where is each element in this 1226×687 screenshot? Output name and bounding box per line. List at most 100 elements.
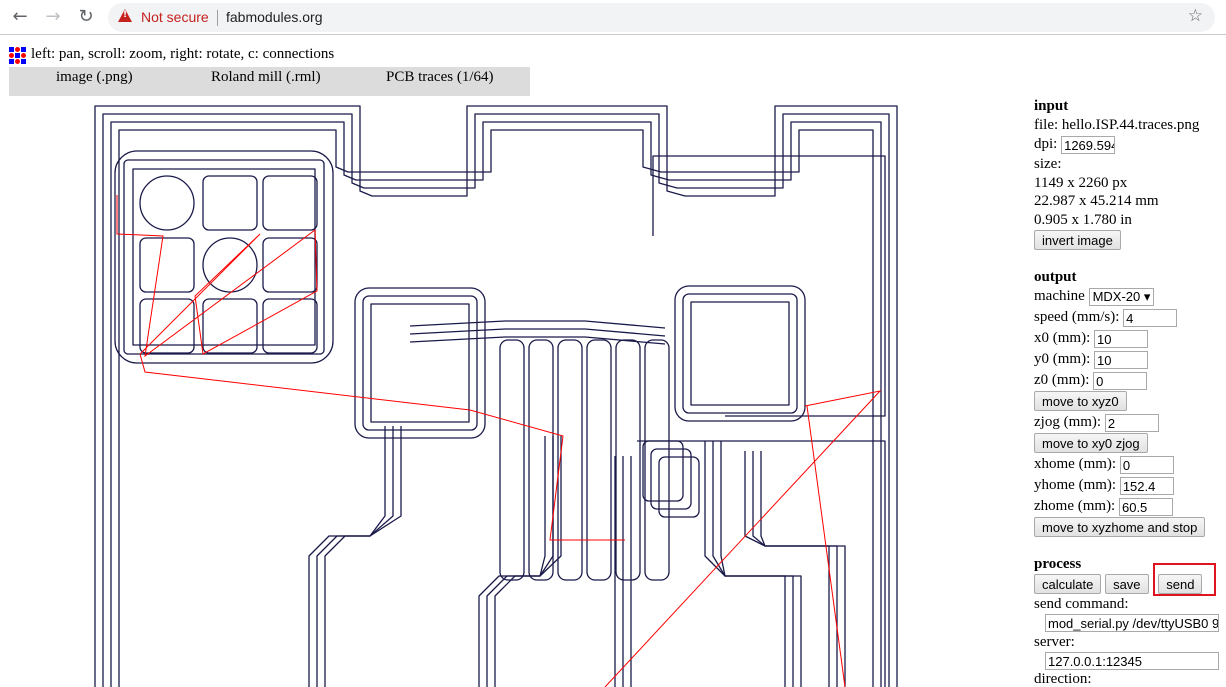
help-text: left: pan, scroll: zoom, right: rotate, … <box>31 46 335 62</box>
zhome-label: zhome (mm): <box>1034 498 1116 514</box>
toolpath-contour <box>308 426 402 687</box>
server-input[interactable]: 127.0.0.1:12345 <box>1045 651 1219 670</box>
toolpath-contour <box>494 436 546 687</box>
toolpath-contour <box>316 426 394 687</box>
input-heading: input <box>1034 98 1069 114</box>
send-button[interactable]: send <box>1158 573 1203 594</box>
move-to-xyz0-button[interactable]: move to xyz0 <box>1034 391 1127 411</box>
menu-image-png[interactable]: image (.png) <box>56 69 133 85</box>
toolpath-contour <box>354 287 486 439</box>
send-command-input[interactable]: mod_serial.py /dev/ttyUSB0 9600 <box>1045 613 1219 632</box>
y0-input[interactable]: 10 <box>1094 350 1148 369</box>
output-heading: output <box>1034 268 1077 285</box>
toolpath-contour <box>362 295 478 431</box>
z0-input[interactable]: 0 <box>1093 371 1148 390</box>
size-label: size: <box>1034 156 1062 172</box>
toolpath-contour <box>262 237 318 293</box>
x0-label: x0 (mm): <box>1034 330 1091 346</box>
reload-button[interactable]: ↻ <box>74 6 98 30</box>
reload-icon: ↻ <box>78 6 94 27</box>
move-to-xyzhome-button[interactable]: move to xyzhome and stop <box>1034 517 1206 537</box>
invert-image-button[interactable]: invert image <box>1034 230 1121 250</box>
menu-pcb-traces[interactable]: PCB traces (1/64) <box>386 69 494 85</box>
toolpath-canvas[interactable] <box>85 96 920 687</box>
toolpath-contour <box>202 175 258 231</box>
machine-select[interactable]: MDX-20 ▾ <box>1088 287 1155 306</box>
toolpath-contour <box>557 339 583 581</box>
send-command-label: send command: <box>1034 595 1129 612</box>
arrow-left-icon: ← <box>12 6 28 27</box>
toolpath-contour <box>114 150 334 364</box>
speed-label: speed (mm/s): <box>1034 309 1120 325</box>
toolpath-contour <box>615 339 641 581</box>
toolpath-contour <box>118 129 874 687</box>
rapid-move <box>806 405 846 687</box>
file-name: file: hello.ISP.44.traces.png <box>1034 116 1200 133</box>
url-text[interactable]: fabmodules.org <box>226 9 323 25</box>
fab-logo-icon <box>9 47 27 65</box>
y0-label: y0 (mm): <box>1034 351 1091 367</box>
forward-button[interactable]: → <box>41 6 65 30</box>
toolpath-contour <box>650 448 692 510</box>
toolpath-contour <box>644 339 670 581</box>
toolpath-contour <box>139 298 195 354</box>
zhome-input[interactable]: 60.5 <box>1118 497 1173 516</box>
calculate-button[interactable]: calculate <box>1034 573 1102 594</box>
toolpath-contour <box>123 159 325 355</box>
toolpath-contour <box>104 140 344 374</box>
send-button-highlight <box>1153 563 1216 596</box>
toolpath-contour <box>366 299 474 427</box>
toolpath-contour <box>752 451 838 687</box>
arrow-right-icon: → <box>45 6 61 27</box>
z0-label: z0 (mm): <box>1034 372 1090 388</box>
toolpath-contour <box>478 436 562 687</box>
move-to-xy0-zjog-button[interactable]: move to xy0 zjog <box>1034 433 1148 453</box>
machine-label: machine <box>1034 288 1085 304</box>
menu-roland-mill-rml[interactable]: Roland mill (.rml) <box>211 69 321 85</box>
toolpath-contour <box>139 237 195 293</box>
toolpath-contour <box>94 105 898 687</box>
direction-label: direction: <box>1034 670 1092 687</box>
toolpath-contour <box>720 441 802 687</box>
toolpath-contour <box>262 298 318 354</box>
toolpath-contour <box>674 285 806 422</box>
divider <box>217 10 218 26</box>
server-label: server: <box>1034 633 1075 650</box>
toolpath-contour <box>744 451 846 687</box>
module-menu: image (.png) Roland mill (.rml) PCB trac… <box>9 67 530 96</box>
toolpath-contour <box>202 237 258 293</box>
address-bar[interactable]: Not secure fabmodules.org ☆ <box>108 3 1215 32</box>
toolpath-contour <box>139 175 195 231</box>
process-heading: process <box>1034 556 1082 572</box>
toolpath-contour <box>658 456 700 518</box>
size-in: 0.905 x 1.780 in <box>1034 211 1132 228</box>
speed-input[interactable]: 4 <box>1123 308 1178 327</box>
control-panel: input file: hello.ISP.44.traces.png dpi:… <box>1034 97 1226 687</box>
toolpath-contour <box>409 328 666 337</box>
toolpath-contour <box>682 293 798 414</box>
dpi-input[interactable]: 1269.594 <box>1061 135 1116 154</box>
toolpath-contour <box>262 175 318 231</box>
toolpath-contour <box>642 440 684 502</box>
xhome-label: xhome (mm): <box>1034 456 1117 472</box>
toolpath-contour <box>652 155 886 417</box>
toolpath-contour <box>202 298 258 354</box>
star-icon[interactable]: ☆ <box>1187 6 1203 26</box>
toolpath-contour <box>102 113 890 687</box>
size-mm: 22.987 x 45.214 mm <box>1034 193 1159 209</box>
zjog-input[interactable]: 2 <box>1104 413 1159 432</box>
security-label[interactable]: Not secure <box>141 9 209 25</box>
rapid-move <box>604 390 882 687</box>
back-button[interactable]: ← <box>8 6 32 30</box>
toolpath-contour <box>528 339 554 581</box>
save-button[interactable]: save <box>1105 573 1149 594</box>
yhome-input[interactable]: 152.4 <box>1119 476 1174 495</box>
toolpath-contour <box>686 297 794 410</box>
dpi-label: dpi: <box>1034 136 1058 152</box>
toolpath-contour <box>324 426 386 687</box>
x0-input[interactable]: 10 <box>1094 329 1148 348</box>
xhome-input[interactable]: 0 <box>1119 455 1174 474</box>
toolpath-contour <box>637 440 886 687</box>
toolpath-svg[interactable] <box>85 96 920 687</box>
size-px: 1149 x 2260 px <box>1034 174 1128 191</box>
